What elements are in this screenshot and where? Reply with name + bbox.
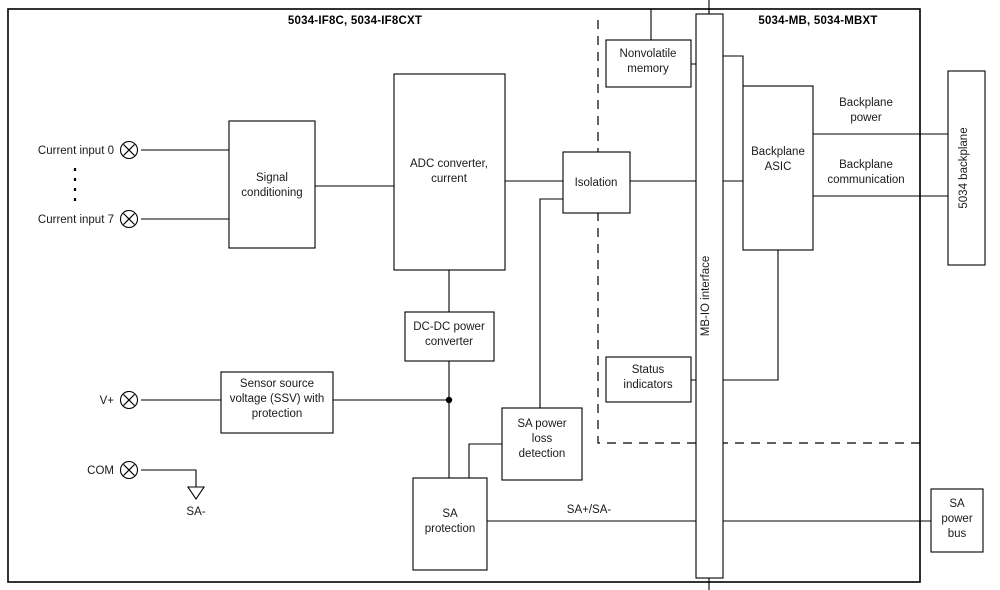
label-ssv-line1: Sensor source bbox=[240, 378, 314, 390]
wire-asic-bottom-to-mbio bbox=[723, 250, 779, 381]
label-sa-power-bus-line3: bus bbox=[948, 528, 967, 540]
junction-dot bbox=[445, 396, 453, 404]
terminal-v-plus[interactable] bbox=[119, 390, 139, 410]
label-backplane-communication-line2: communication bbox=[827, 174, 904, 186]
label-sa-power-loss-line3: detection bbox=[519, 448, 566, 460]
label-status-indicators-line1: Status bbox=[632, 364, 665, 376]
label-sa-protection-line2: protection bbox=[425, 523, 476, 535]
label-ssv-line2: voltage (SSV) with bbox=[230, 393, 325, 405]
label-backplane-communication-line1: Backplane bbox=[839, 159, 893, 171]
label-signal-conditioning-line2: conditioning bbox=[241, 187, 302, 199]
label-nonvolatile-memory-line1: Nonvolatile bbox=[620, 48, 677, 60]
label-v-plus: V+ bbox=[100, 395, 115, 407]
label-backplane-power-line2: power bbox=[850, 112, 881, 124]
wire-sa-protection-to-sa-power-loss bbox=[468, 443, 502, 478]
label-com: COM bbox=[87, 465, 114, 477]
label-sa-power-loss-line2: loss bbox=[532, 433, 553, 445]
block-ssv-protection[interactable] bbox=[220, 371, 334, 434]
block-dcdc-converter[interactable] bbox=[404, 311, 495, 362]
label-dcdc-converter-line2: converter bbox=[425, 336, 473, 348]
block-isolation[interactable] bbox=[562, 151, 631, 214]
label-backplane-asic-line1: Backplane bbox=[751, 146, 805, 158]
label-status-indicators-line2: indicators bbox=[623, 379, 672, 391]
label-ssv-line3: protection bbox=[252, 408, 303, 420]
terminal-group bbox=[119, 140, 453, 500]
block-sa-power-bus[interactable] bbox=[930, 488, 984, 553]
label-sa-power-loss-line1: SA power bbox=[517, 418, 566, 430]
block-mb-io-interface[interactable] bbox=[695, 13, 724, 579]
terminal-com[interactable] bbox=[119, 460, 139, 480]
label-sa-power-bus-line2: power bbox=[941, 513, 972, 525]
label-isolation: Isolation bbox=[575, 177, 618, 189]
label-sa-minus-ground: SA- bbox=[186, 506, 205, 518]
label-sa-power-bus-line1: SA bbox=[949, 498, 965, 510]
label-mb-io-interface: MB-IO interface bbox=[700, 256, 712, 337]
label-adc-converter-line1: ADC converter, bbox=[410, 158, 488, 170]
isolation-boundary-dashed bbox=[597, 20, 920, 444]
block-adc-converter[interactable] bbox=[393, 73, 506, 271]
block-5034-backplane[interactable] bbox=[947, 70, 986, 266]
wire-com-to-ground bbox=[141, 469, 197, 487]
block-sa-power-loss-detection[interactable] bbox=[501, 407, 583, 481]
terminal-current-input-7[interactable] bbox=[119, 209, 139, 229]
wire-isolation-to-sa-power-loss bbox=[539, 198, 563, 408]
panel-title-right: 5034-MB, 5034-MBXT bbox=[758, 15, 877, 27]
ground-symbol-icon bbox=[186, 486, 206, 500]
block-signal-conditioning[interactable] bbox=[228, 120, 316, 249]
label-current-input-0: Current input 0 bbox=[38, 145, 114, 157]
panel-title-left: 5034-IF8C, 5034-IF8CXT bbox=[288, 15, 422, 27]
label-adc-converter-line2: current bbox=[431, 173, 468, 185]
label-signal-conditioning-line1: Signal bbox=[256, 172, 288, 184]
label-5034-backplane: 5034 backplane bbox=[958, 127, 970, 208]
label-nonvolatile-memory-line2: memory bbox=[627, 63, 669, 75]
block-nonvolatile-memory[interactable] bbox=[605, 39, 692, 88]
label-backplane-power-line1: Backplane bbox=[839, 97, 893, 109]
label-backplane-asic-line2: ASIC bbox=[765, 161, 792, 173]
terminal-current-input-0[interactable] bbox=[119, 140, 139, 160]
label-current-input-7: Current input 7 bbox=[38, 214, 114, 226]
label-sa-protection-line1: SA bbox=[442, 508, 458, 520]
label-sa-pos-neg: SA+/SA- bbox=[567, 504, 612, 516]
block-sa-protection[interactable] bbox=[412, 477, 488, 571]
block-status-indicators[interactable] bbox=[605, 356, 692, 403]
wire-mbio-top-to-asic-top bbox=[723, 55, 744, 86]
label-dcdc-converter-line1: DC-DC power bbox=[413, 321, 485, 333]
wire-group bbox=[73, 0, 948, 590]
block-backplane-asic[interactable] bbox=[742, 85, 814, 251]
